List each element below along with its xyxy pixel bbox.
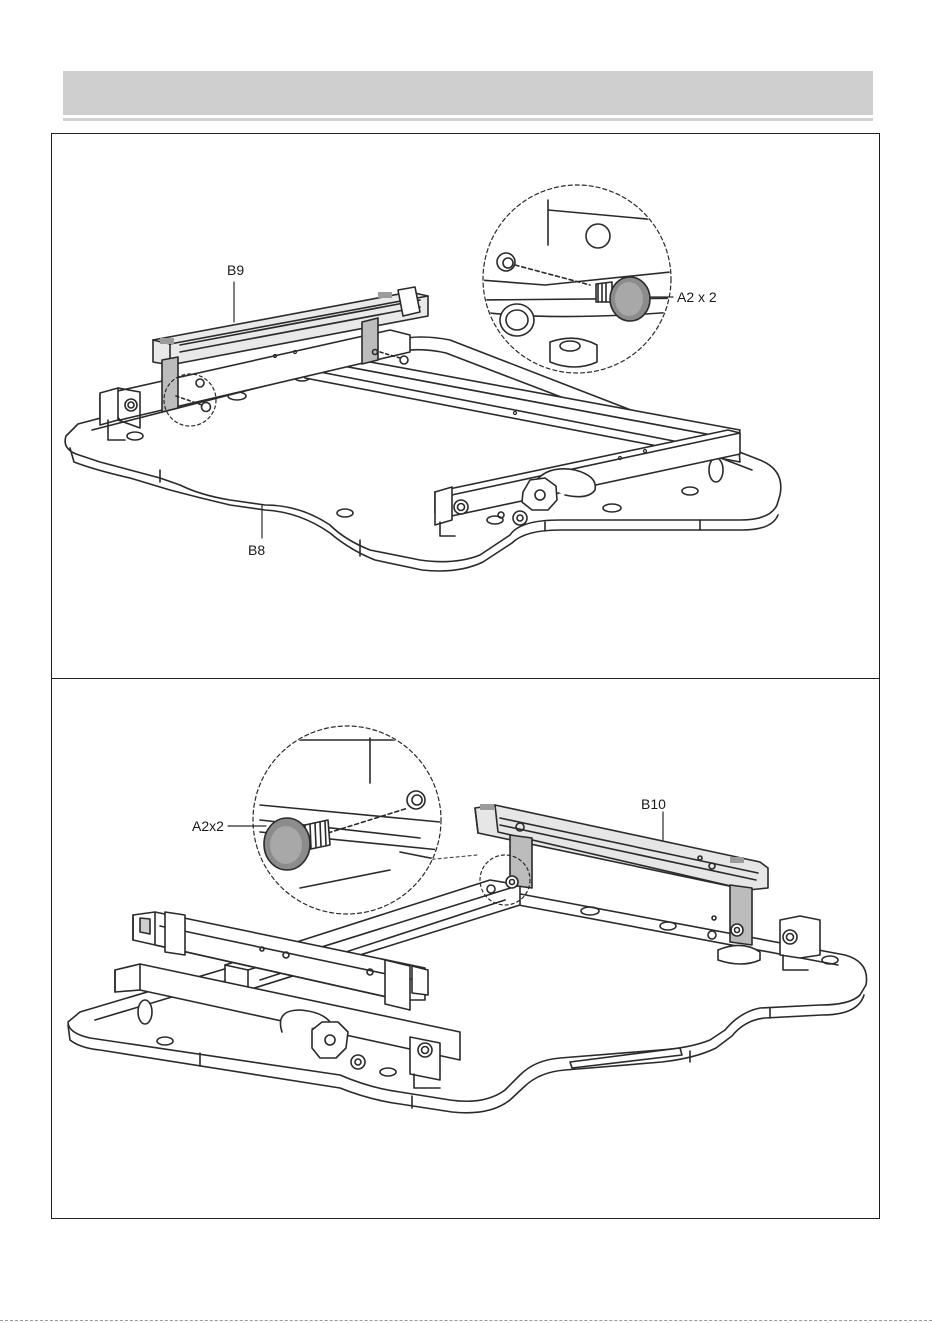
panel-divider: [51, 678, 880, 679]
step2-label-fastener: A2x2: [192, 818, 224, 834]
step1-illustration: B9 A2 x 2 B8: [52, 134, 879, 677]
header-rule: [63, 118, 873, 121]
step1-label-rail: B9: [227, 262, 244, 278]
step2-label-rail: B10: [641, 796, 666, 812]
step1-label-fastener: A2 x 2: [677, 289, 717, 305]
step1-zoom-callout: [480, 185, 700, 373]
header-bar: [63, 71, 873, 115]
step1-label-base: B8: [248, 542, 265, 558]
step2-zoom-callout: [253, 726, 441, 914]
page-bottom-rule: [0, 1320, 932, 1321]
step2-illustration: A2x2 B10: [52, 680, 879, 1218]
